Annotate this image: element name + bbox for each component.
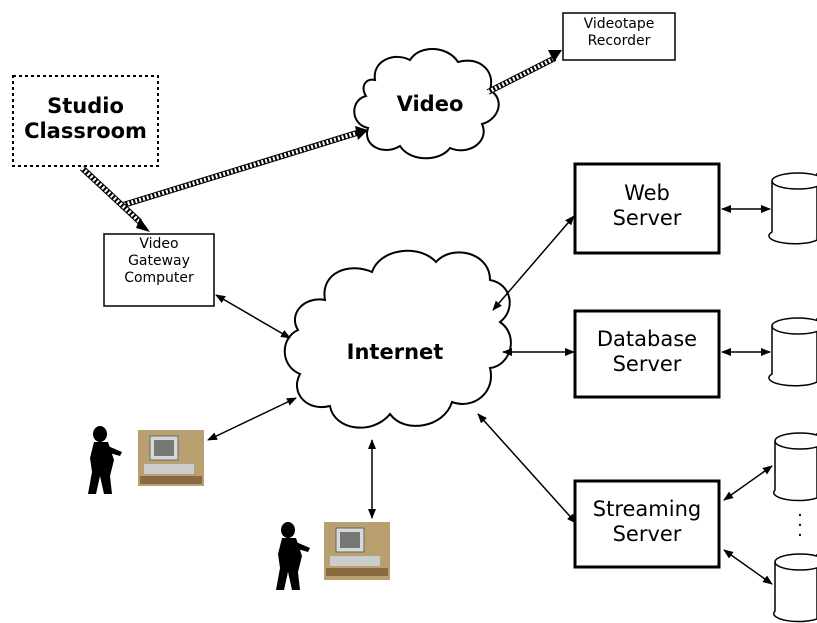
gateway-label: Video Gateway Computer: [124, 236, 194, 286]
stream-server-box: [573, 479, 721, 569]
studio-classroom-label: Studio Classroom: [24, 94, 147, 144]
person-silhouette-icon: [88, 426, 122, 494]
internet-cloud-icon: [283, 249, 512, 429]
vcr-box: [562, 12, 676, 61]
web-db-cylinder-icon: [768, 172, 817, 245]
gateway-box: [103, 233, 215, 307]
computer-workstation-icon: [324, 522, 390, 580]
stream-server-label: Streaming Server: [592, 497, 702, 547]
web-server-box: [573, 162, 721, 255]
web-server-label: Web Server: [612, 181, 682, 231]
db-server-box: [573, 309, 721, 399]
ellipsis-dots: . . .: [797, 500, 803, 541]
person-silhouette-icon: [276, 522, 310, 590]
vcr-label: Videotape Recorder: [583, 16, 655, 49]
video-cloud-icon: [353, 47, 500, 160]
network-links: [207, 205, 773, 585]
studio-classroom-box: [12, 75, 159, 167]
internet-label: Internet: [346, 340, 444, 364]
computer-workstation-icon: [138, 430, 204, 486]
db-db-cylinder-icon: [768, 317, 817, 387]
stream-db2-cylinder-icon: [772, 553, 817, 623]
video-cloud-label: Video: [396, 92, 464, 116]
video-links: [79, 50, 562, 232]
stream-db1-cylinder-icon: [772, 432, 817, 502]
db-server-label: Database Server: [596, 327, 698, 377]
